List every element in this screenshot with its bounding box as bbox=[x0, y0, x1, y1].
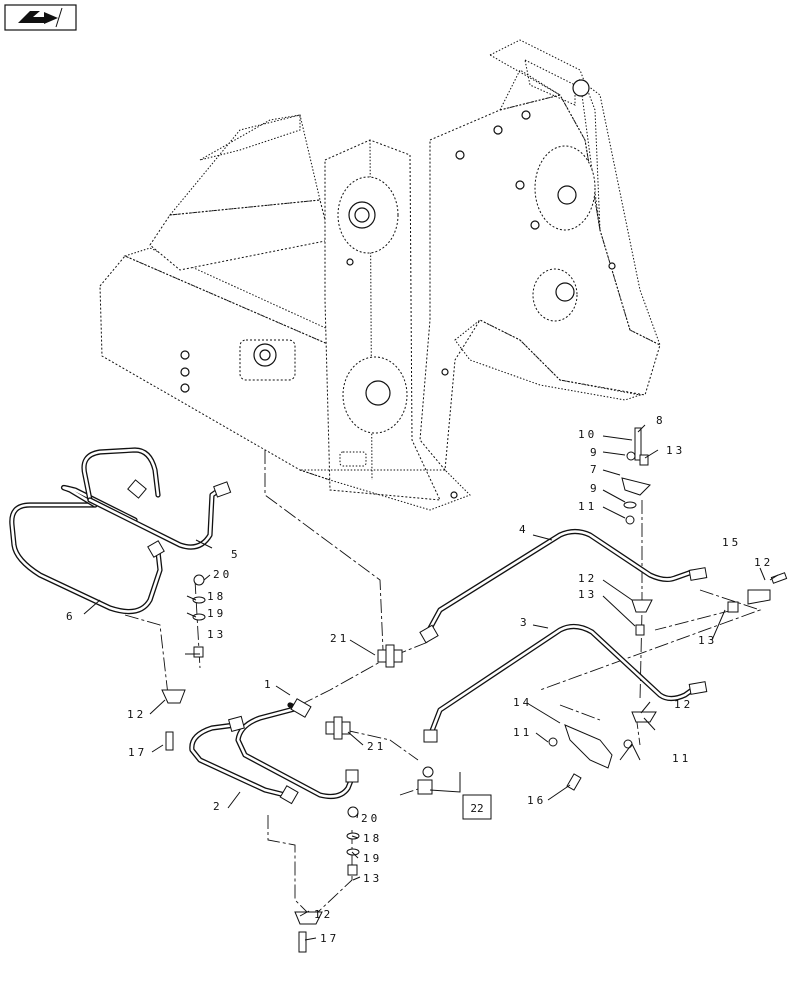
reference-box-label: 22 bbox=[470, 802, 483, 815]
leader-lines bbox=[83, 424, 779, 941]
tee-fitting-upper bbox=[377, 644, 403, 668]
callout-18a: 18 bbox=[207, 590, 226, 603]
clamp-stack-left bbox=[161, 574, 206, 751]
callout-9b: 9 bbox=[590, 482, 600, 495]
callout-4: 4 bbox=[519, 523, 529, 536]
clamp-stack-right bbox=[621, 427, 657, 723]
callout-12d: 12 bbox=[674, 698, 693, 711]
tube-2 bbox=[189, 705, 359, 805]
callout-13c: 13 bbox=[578, 588, 597, 601]
clamp-stack-bottom bbox=[294, 806, 360, 953]
callout-13a: 13 bbox=[207, 628, 226, 641]
callout-20b: 20 bbox=[361, 812, 380, 825]
callout-8: 8 bbox=[656, 414, 666, 427]
callout-3: 3 bbox=[520, 616, 530, 629]
mount-plate-14 bbox=[548, 724, 633, 791]
callout-13e: 13 bbox=[698, 634, 717, 647]
bracket-far-right bbox=[727, 572, 788, 613]
callout-11c: 11 bbox=[672, 752, 691, 765]
tube-5 bbox=[81, 447, 232, 550]
tube-4 bbox=[419, 528, 708, 644]
callout-12b: 12 bbox=[314, 908, 333, 921]
callout-11b: 11 bbox=[513, 726, 532, 739]
callout-2: 2 bbox=[213, 800, 223, 813]
hardware bbox=[161, 427, 788, 953]
callout-20a: 20 bbox=[213, 568, 232, 581]
callout-13d: 13 bbox=[666, 444, 685, 457]
assembly-center-lines bbox=[124, 450, 762, 916]
callout-1: 1 bbox=[264, 678, 274, 691]
callout-14: 14 bbox=[513, 696, 532, 709]
callout-13b: 13 bbox=[363, 872, 382, 885]
callout-5: 5 bbox=[231, 548, 241, 561]
callout-12a: 12 bbox=[127, 708, 146, 721]
tube-6 bbox=[9, 484, 165, 615]
hydraulic-tubes bbox=[9, 447, 708, 805]
callout-18b: 18 bbox=[363, 832, 382, 845]
callout-16: 16 bbox=[527, 794, 546, 807]
callout-12e: 12 bbox=[754, 556, 773, 569]
callout-15: 15 bbox=[722, 536, 741, 549]
tube-1 bbox=[287, 698, 312, 718]
callout-19a: 19 bbox=[207, 607, 226, 620]
callout-17a: 17 bbox=[128, 746, 147, 759]
callout-10: 10 bbox=[578, 428, 597, 441]
callout-12c: 12 bbox=[578, 572, 597, 585]
callout-17b: 17 bbox=[320, 932, 339, 945]
tube-3 bbox=[423, 623, 708, 743]
callout-labels: 1 2 3 4 5 6 7 8 9 9 10 11 11 11 12 12 12… bbox=[66, 414, 773, 945]
callout-7: 7 bbox=[590, 463, 600, 476]
turn-page-icon[interactable] bbox=[4, 4, 77, 31]
callout-11a: 11 bbox=[578, 500, 597, 513]
loader-frame bbox=[99, 39, 661, 511]
callout-21a: 21 bbox=[330, 632, 349, 645]
tee-fitting-lower bbox=[325, 716, 351, 740]
callout-9a: 9 bbox=[590, 446, 600, 459]
callout-19b: 19 bbox=[363, 852, 382, 865]
callout-6: 6 bbox=[66, 610, 76, 623]
callout-21b: 21 bbox=[367, 740, 386, 753]
reference-box-22[interactable]: 22 bbox=[429, 772, 492, 820]
